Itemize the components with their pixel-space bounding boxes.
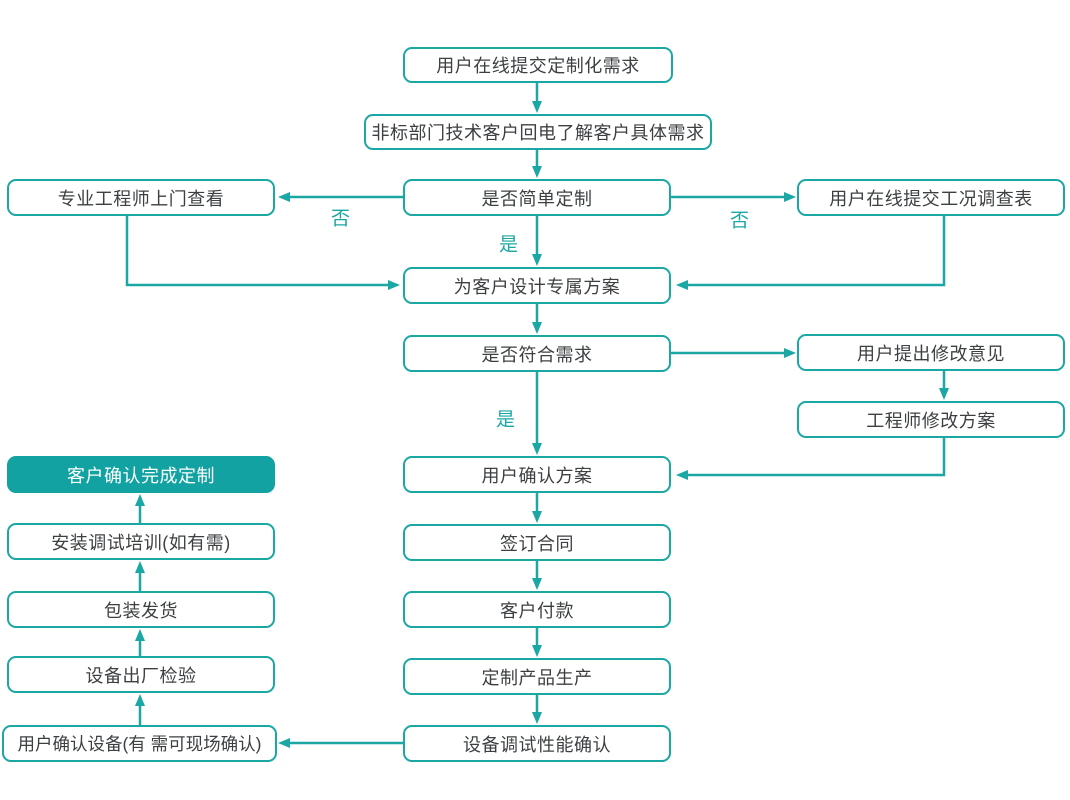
node-debug-confirm: 设备调试性能确认	[403, 725, 671, 762]
node-submit-request: 用户在线提交定制化需求	[403, 47, 673, 83]
node-complete: 客户确认完成定制	[7, 456, 275, 493]
edge-survey-to-design	[676, 215, 946, 290]
node-confirm-plan: 用户确认方案	[403, 456, 671, 493]
edge-onsite-to-design	[125, 216, 400, 290]
edge-revision-to-confirm	[676, 438, 946, 480]
edge-label-no-left: 否	[330, 208, 352, 230]
node-factory-inspection: 设备出厂检验	[7, 656, 275, 693]
node-engineer-revision: 工程师修改方案	[797, 401, 1065, 438]
node-simple-custom-decision: 是否简单定制	[403, 179, 671, 216]
node-meets-needs-decision: 是否符合需求	[403, 335, 671, 372]
node-packing-shipping: 包装发货	[7, 591, 275, 628]
node-sign-contract: 签订合同	[403, 524, 671, 561]
node-design-plan: 为客户设计专属方案	[403, 267, 671, 304]
node-device-confirm: 用户确认设备(有 需可现场确认)	[2, 725, 277, 762]
node-revision-feedback: 用户提出修改意见	[797, 334, 1065, 371]
edge-label-yes-top: 是	[498, 234, 520, 256]
edge-label-yes-mid: 是	[495, 409, 517, 431]
node-callback: 非标部门技术客户回电了解客户具体需求	[364, 114, 712, 150]
node-onsite-visit: 专业工程师上门查看	[7, 179, 275, 216]
node-condition-survey: 用户在线提交工况调查表	[797, 179, 1065, 216]
node-install-training: 安装调试培训(如有需)	[7, 523, 275, 560]
node-production: 定制产品生产	[403, 658, 671, 695]
edge-label-no-right: 否	[729, 210, 751, 232]
node-payment: 客户付款	[403, 591, 671, 628]
